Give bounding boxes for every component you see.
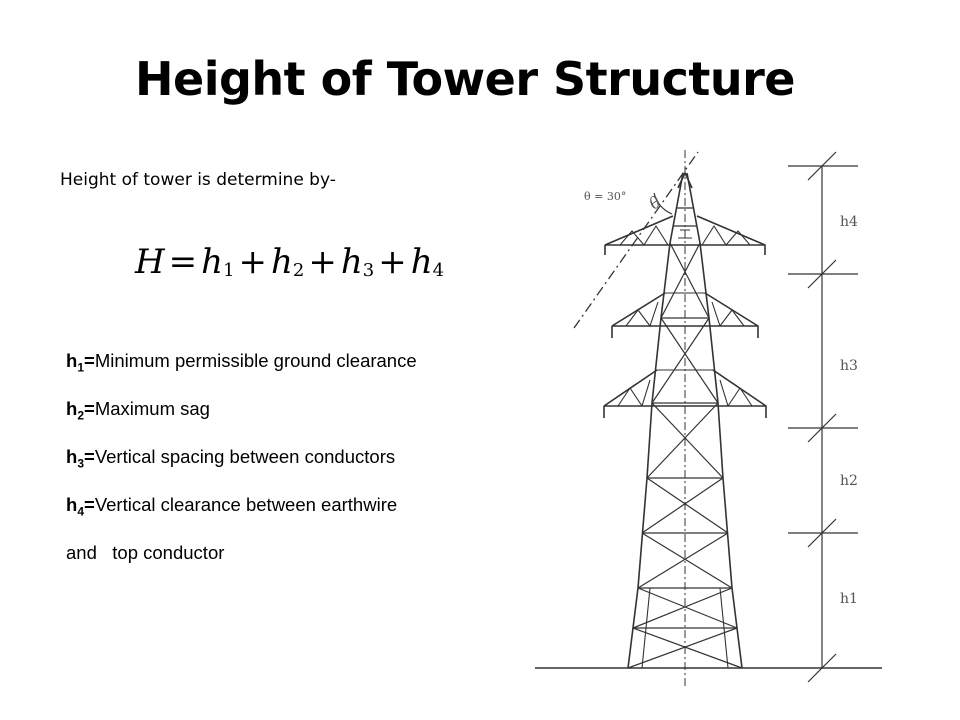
definition-text: Minimum permissible ground clearance bbox=[94, 350, 417, 371]
tower-lattice bbox=[627, 207, 743, 669]
shield-angle-line bbox=[573, 151, 699, 329]
definition-symbol: h3= bbox=[66, 446, 95, 471]
shield-angle-symbol: θ bbox=[645, 192, 664, 213]
height-dimension bbox=[788, 151, 858, 683]
definition-h3: h3=Vertical spacing between conductors bbox=[66, 446, 395, 471]
formula-var: h bbox=[271, 242, 293, 282]
cross-arm-top bbox=[604, 215, 766, 255]
slide-title: Height of Tower Structure bbox=[135, 52, 795, 106]
definition-symbol: h2= bbox=[66, 398, 95, 423]
definition-h4: h4=Vertical clearance between earthwire bbox=[66, 494, 397, 519]
formula-plus: + bbox=[378, 242, 407, 282]
formula-sub: 2 bbox=[292, 260, 305, 281]
tower-diagram: θ = 30° θ h4 h3 h2 h1 bbox=[535, 150, 882, 688]
angle-label: θ = 30° bbox=[584, 190, 626, 203]
definition-continuation: and top conductor bbox=[66, 542, 225, 563]
formula-var: h bbox=[410, 242, 433, 282]
formula-var: h bbox=[201, 242, 224, 282]
definition-h2: h2=Maximum sag bbox=[66, 398, 210, 423]
dimension-label-h1: h1 bbox=[840, 591, 858, 607]
formula-sub: 1 bbox=[223, 260, 235, 281]
definition-text: Vertical spacing between conductors bbox=[94, 446, 396, 467]
formula-sub: 4 bbox=[432, 260, 445, 281]
cross-arm-lower bbox=[603, 369, 767, 418]
height-formula: H=h1+h2+h3+h4 bbox=[135, 242, 444, 282]
formula-plus: + bbox=[308, 242, 337, 282]
formula-equals: = bbox=[168, 242, 198, 282]
definition-symbol: h4= bbox=[66, 494, 95, 519]
angle-arc bbox=[653, 192, 673, 215]
formula-sub: 3 bbox=[362, 260, 375, 281]
dimension-label-h2: h2 bbox=[840, 473, 858, 489]
formula-lhs: H bbox=[135, 242, 165, 282]
definition-h1: h1=Minimum permissible ground clearance bbox=[66, 350, 417, 375]
dimension-label-h3: h3 bbox=[840, 358, 858, 374]
cross-arm-middle bbox=[611, 292, 759, 338]
definition-text: Maximum sag bbox=[94, 398, 210, 419]
definition-symbol: h1= bbox=[66, 350, 95, 375]
earthwire-peak bbox=[677, 172, 693, 189]
definition-text: Vertical clearance between earthwire bbox=[94, 494, 398, 515]
formula-plus: + bbox=[238, 242, 268, 282]
intro-text: Height of tower is determine by- bbox=[60, 170, 336, 190]
dimension-label-h4: h4 bbox=[840, 214, 858, 230]
formula-var: h bbox=[340, 242, 363, 282]
